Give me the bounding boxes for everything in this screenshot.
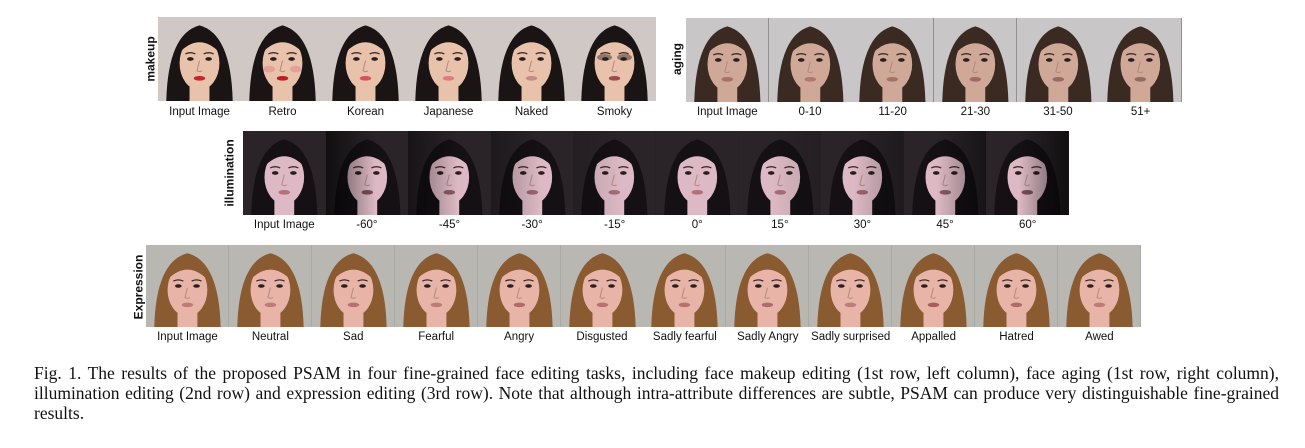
illumination-face-image (821, 131, 904, 215)
makeup-face-image (324, 17, 407, 101)
expression-column-label: Sadly Angry (737, 331, 799, 343)
makeup-column-label: Input Image (169, 106, 230, 118)
illumination-column-label: 45° (936, 219, 954, 231)
expression-face-image (726, 245, 810, 327)
makeup-column-label: Smoky (596, 106, 633, 118)
aging-face-image (1099, 18, 1182, 102)
illumination-column-label: 0° (691, 219, 703, 231)
illumination-face-image (490, 131, 574, 215)
illumination-face-image (408, 131, 491, 215)
illumination-face-image (655, 131, 739, 215)
aging-column-label: 51+ (1130, 106, 1151, 118)
aging-column-labels: Input Image 0-10 11-20 21-30 31-50 51+ (686, 106, 1182, 118)
illumination-face-image (243, 131, 326, 215)
expression-face-image (146, 245, 229, 327)
expression-face-image (477, 245, 561, 327)
expression-column-label: Disgusted (576, 331, 628, 343)
expression-face-image (560, 245, 644, 327)
illumination-column-label: -45° (438, 219, 461, 231)
aging-column-label: 11-20 (878, 106, 907, 118)
makeup-face-image (407, 17, 490, 101)
makeup-face-image (490, 17, 573, 101)
expression-column-label: Awed (1085, 331, 1114, 343)
aging-face-image (768, 18, 852, 102)
makeup-face-image (241, 17, 324, 101)
illumination-face-image (738, 131, 822, 215)
makeup-image-strip (158, 17, 656, 101)
illumination-face-image (986, 131, 1069, 215)
illumination-face-image (325, 131, 409, 215)
makeup-column-label: Naked (514, 106, 549, 118)
aging-column-label: 31-50 (1043, 106, 1073, 118)
expression-column-label: Sadly fearful (652, 331, 717, 343)
aging-face-image (933, 18, 1017, 102)
expression-column-label: Hatred (999, 331, 1034, 343)
makeup-column-label: Retro (268, 106, 297, 118)
aging-face-image (851, 18, 934, 102)
makeup-column-label: Japanese (423, 106, 474, 118)
expression-face-image (1057, 245, 1141, 327)
expression-column-label: Neutral (251, 331, 289, 343)
aging-column-label: 21-30 (960, 106, 990, 118)
expression-face-image (643, 245, 727, 327)
expression-face-image (228, 245, 312, 327)
expression-column-label: Sadly surprised (811, 331, 891, 343)
expression-column-label: Sad (343, 331, 364, 343)
makeup-face-image (573, 17, 656, 101)
illumination-column-label: 30° (853, 219, 872, 231)
aging-image-strip (686, 18, 1182, 102)
expression-face-image (892, 245, 976, 327)
illumination-column-label: -60° (356, 219, 378, 231)
expression-column-labels: Input Image Neutral Sad Fearful Angry Disgust… (146, 331, 1141, 343)
expression-face-image (394, 245, 478, 327)
expression-image-strip (146, 245, 1141, 327)
expression-column-label: Angry (504, 331, 535, 343)
expression-face-image (809, 245, 893, 327)
aging-face-image (686, 18, 769, 102)
aging-column-label: 0-10 (798, 106, 822, 118)
illumination-face-image (903, 131, 987, 215)
makeup-column-label: Korean (346, 106, 385, 118)
makeup-column-labels: Input Image Retro Korean Japanese Naked Smoky (158, 106, 656, 118)
figure-caption: Fig. 1. The results of the proposed PSAM… (34, 363, 1279, 423)
expression-column-label: Input Image (157, 331, 218, 343)
aging-face-image (1016, 18, 1100, 102)
illumination-face-image (573, 131, 656, 215)
expression-face-image (975, 245, 1058, 327)
illumination-image-strip (243, 131, 1069, 215)
expression-column-label: Fearful (418, 331, 455, 343)
expression-face-image (311, 245, 395, 327)
illumination-column-label: -15° (604, 219, 626, 231)
illumination-column-label: 60° (1018, 219, 1037, 231)
aging-column-label: Input Image (696, 106, 758, 118)
illumination-column-label: -30° (521, 219, 543, 231)
illumination-column-label: Input Image (253, 219, 315, 231)
makeup-face-image (158, 17, 241, 101)
illumination-column-labels: Input Image -60° -45° -30° -15° 0° 15° 30° 45° 60… (243, 219, 1069, 231)
expression-column-label: Appalled (911, 331, 956, 343)
illumination-column-label: 15° (771, 219, 789, 231)
